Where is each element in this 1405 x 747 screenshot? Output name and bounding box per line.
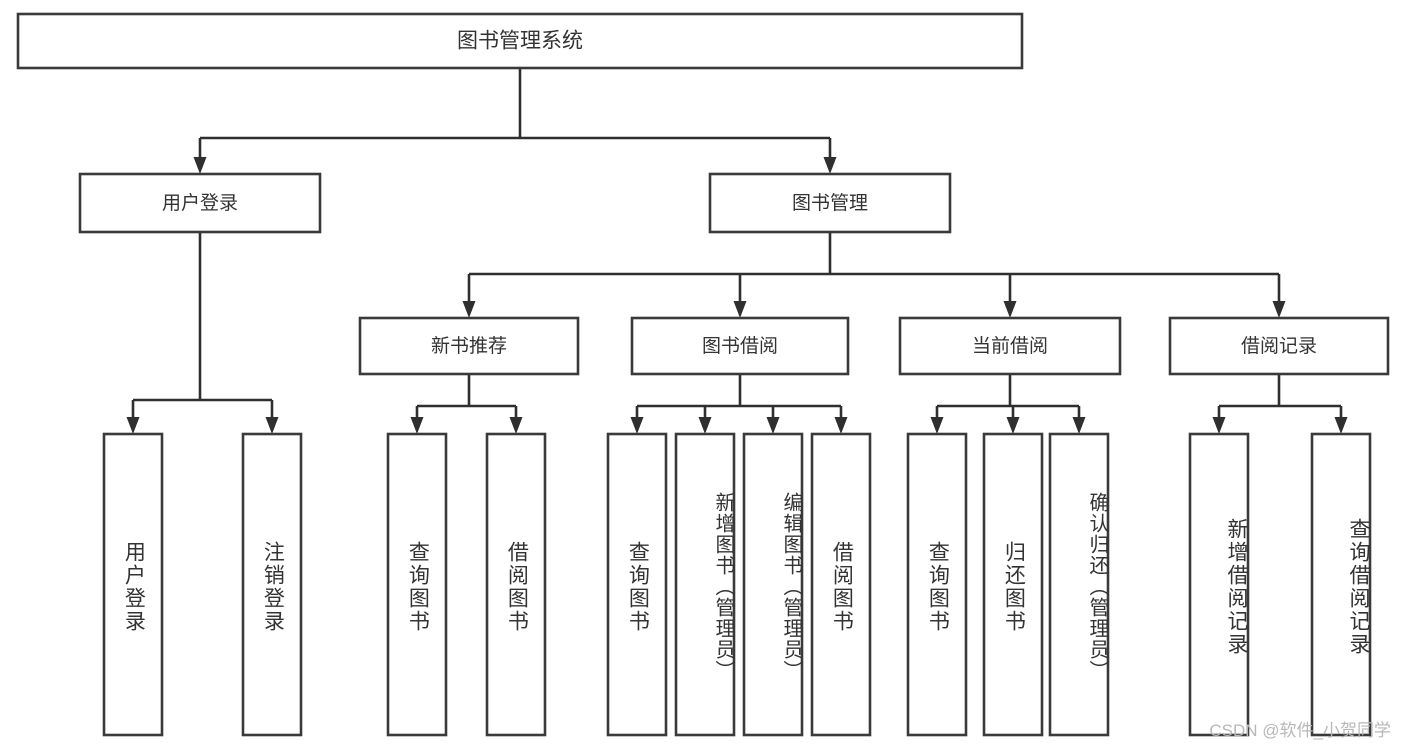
arrow-head [698, 417, 712, 434]
node-box-leaf-borrow-book-rec[interactable] [485, 432, 547, 737]
connector-layer [126, 68, 1348, 434]
arrow-head [193, 157, 207, 174]
node-box-borrow-record[interactable] [1168, 316, 1390, 376]
node-box-leaf-user-logout[interactable] [241, 432, 303, 737]
arrow-head [1272, 301, 1286, 318]
box-layer [16, 12, 1390, 737]
csdn-watermark: CSDN @软件_小贺同学 [1209, 721, 1391, 740]
node-box-leaf-query-book-bb[interactable] [606, 432, 668, 737]
node-box-leaf-add-book[interactable] [674, 432, 736, 737]
node-box-current-borrow[interactable] [898, 316, 1122, 376]
node-box-new-book-rec[interactable] [358, 316, 580, 376]
arrow-head [410, 417, 424, 434]
node-box-leaf-return-book[interactable] [982, 432, 1044, 737]
arrow-head [1006, 417, 1020, 434]
arrow-head [834, 417, 848, 434]
node-label-book-borrow: 图书借阅 [702, 335, 778, 357]
node-box-root[interactable] [16, 12, 1024, 70]
node-box-book-manage[interactable] [708, 172, 952, 234]
node-label-new-book-rec: 新书推荐 [431, 335, 507, 357]
arrow-head [509, 417, 523, 434]
node-box-book-borrow[interactable] [630, 316, 850, 376]
node-box-user-login[interactable] [78, 172, 322, 234]
arrow-head [930, 417, 944, 434]
node-box-leaf-user-login[interactable] [102, 432, 164, 737]
arrow-head [1334, 417, 1348, 434]
arrow-head [462, 301, 476, 318]
node-label-borrow-record: 借阅记录 [1241, 335, 1317, 357]
node-box-leaf-borrow-book-bb[interactable] [810, 432, 872, 737]
arrow-head [1212, 417, 1226, 434]
node-box-leaf-query-book-cb[interactable] [906, 432, 968, 737]
node-label-root: 图书管理系统 [457, 30, 583, 53]
node-box-leaf-query-book-rec[interactable] [386, 432, 448, 737]
arrow-head [630, 417, 644, 434]
arrow-head [1072, 417, 1086, 434]
node-box-leaf-confirm-return[interactable] [1048, 432, 1110, 737]
arrow-head [733, 301, 747, 318]
node-box-leaf-edit-book[interactable] [742, 432, 804, 737]
arrow-head [823, 157, 837, 174]
arrow-head [265, 417, 279, 434]
node-label-current-borrow: 当前借阅 [972, 335, 1048, 357]
node-label-user-login: 用户登录 [162, 192, 238, 214]
node-box-leaf-add-record[interactable] [1188, 432, 1250, 737]
arrow-head [126, 417, 140, 434]
node-label-book-manage: 图书管理 [792, 192, 868, 214]
arrow-head [1003, 301, 1017, 318]
node-box-leaf-query-record[interactable] [1310, 432, 1372, 737]
arrow-head [766, 417, 780, 434]
